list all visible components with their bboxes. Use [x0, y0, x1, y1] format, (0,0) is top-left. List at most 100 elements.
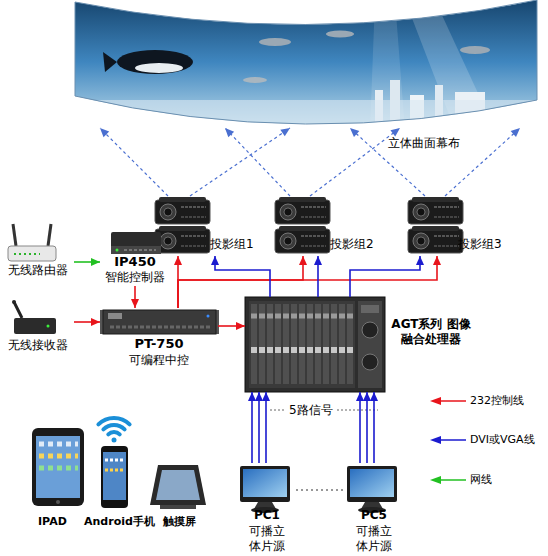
- arrow-head: [390, 128, 400, 137]
- projection-beam: [350, 128, 520, 196]
- arrow-head: [100, 128, 109, 137]
- controller-icon: [124, 249, 156, 251]
- screen-picture: [117, 50, 193, 74]
- rack-controller-icon: [108, 313, 122, 319]
- projector-icon: [275, 197, 330, 224]
- projector-icon: [275, 226, 330, 253]
- phone-icon: [105, 459, 124, 462]
- pc-source: PC5可播立体片源: [345, 463, 403, 556]
- wifi-symbol: [98, 418, 129, 443]
- legend-arrow: [430, 397, 441, 405]
- central-controller: PT-750可编程中控: [100, 308, 218, 370]
- processor-chassis: [362, 322, 378, 338]
- screen-picture: [135, 63, 183, 73]
- legend-arrow: [430, 436, 441, 444]
- connector-line: [350, 256, 420, 297]
- projection-beam: [225, 128, 400, 196]
- processor-chassis: [362, 354, 378, 370]
- arrow-head: [211, 256, 219, 265]
- touchscreen-icon: [156, 470, 200, 500]
- processor-chassis: [251, 314, 353, 319]
- screen-outline: [75, 0, 537, 124]
- connector-line: [74, 261, 100, 263]
- legend-arrow: [430, 397, 466, 484]
- connector-line: [251, 392, 253, 463]
- signal-count: 5路信号: [289, 403, 333, 418]
- screen-picture: [75, 100, 537, 130]
- device-caption: IPAD: [38, 514, 67, 529]
- video-cable: [350, 256, 424, 297]
- control-line: [178, 256, 307, 308]
- screen-picture: [103, 52, 117, 72]
- model-name: IP450: [100, 254, 170, 269]
- connector-line: [366, 392, 368, 463]
- device-label: 智能控制器: [100, 270, 170, 285]
- processor-chassis: [245, 297, 385, 392]
- phone-icon: [101, 446, 128, 508]
- touchscreen-icon: [150, 465, 206, 505]
- pc-description: 可播立体片源: [248, 524, 286, 554]
- projector-icon: [408, 226, 463, 253]
- pc-monitor: [350, 469, 394, 497]
- projector-group: 投影组3: [405, 196, 517, 256]
- arrow-head: [91, 258, 100, 266]
- curved-screen-shape: [75, 0, 537, 128]
- wifi-symbol: [108, 432, 119, 434]
- pc-description: 可播立体片源: [355, 524, 393, 554]
- connector-line: [134, 286, 136, 308]
- connector-line: [296, 489, 345, 490]
- control-line: [74, 318, 100, 326]
- legend-text: 232控制线: [470, 393, 524, 408]
- group-label: 投影组2: [330, 237, 384, 252]
- router-icon: [48, 224, 51, 246]
- wireless-receiver: 无线接收器: [2, 306, 74, 354]
- video-cable: [356, 392, 378, 463]
- connector-line: [225, 128, 290, 196]
- smart-controller: IP450智能控制器: [100, 228, 170, 286]
- receiver-icon: [12, 300, 56, 334]
- arrow-head: [356, 392, 364, 401]
- phone-icon: [101, 446, 128, 508]
- arrow-head: [314, 256, 322, 265]
- arrow-head: [363, 392, 371, 401]
- connector-line: [190, 128, 290, 196]
- pc-name: PC1: [238, 508, 296, 523]
- device-caption: Android手机: [84, 514, 155, 529]
- wifi-symbol: [103, 425, 124, 429]
- projection-beam: [100, 128, 290, 196]
- legend-arrow: [430, 476, 441, 484]
- pc-name: PC5: [345, 508, 403, 523]
- device-caption: 触摸屏: [163, 514, 196, 529]
- blending-processor: AGT系列 图像融合处理器: [245, 297, 477, 392]
- connector-line: [178, 256, 303, 308]
- tablet-icon: [56, 500, 60, 504]
- receiver-icon: [14, 318, 56, 334]
- signal-bracket: [337, 410, 378, 411]
- pc-monitor: [240, 466, 290, 502]
- arrow-head: [350, 128, 359, 137]
- projector-icon: [155, 197, 210, 253]
- phone-icon: [105, 469, 124, 472]
- pc-monitor: [243, 469, 287, 497]
- screen-picture: [75, 0, 537, 130]
- processor-chassis: [249, 301, 355, 388]
- tablet-icon: [39, 454, 78, 459]
- controller-icon: [111, 246, 161, 254]
- arrow-head: [416, 256, 424, 265]
- control-line: [218, 322, 245, 330]
- rack-controller-icon: [100, 310, 219, 334]
- control-line: [178, 256, 441, 308]
- connector-line: [100, 128, 168, 196]
- router-icon: [8, 224, 56, 261]
- curved-screen: 立体曲面幕布: [75, 0, 537, 128]
- tablet-icon: [39, 442, 78, 447]
- screen-picture: [460, 46, 490, 54]
- arrow-head: [248, 392, 256, 401]
- projector-group: 投影组2: [272, 196, 384, 256]
- rack-controller-icon: [103, 310, 216, 334]
- network-cable: [74, 258, 100, 266]
- router-icon: [14, 253, 40, 255]
- connector-line: [258, 392, 260, 463]
- processor-chassis: [245, 297, 385, 392]
